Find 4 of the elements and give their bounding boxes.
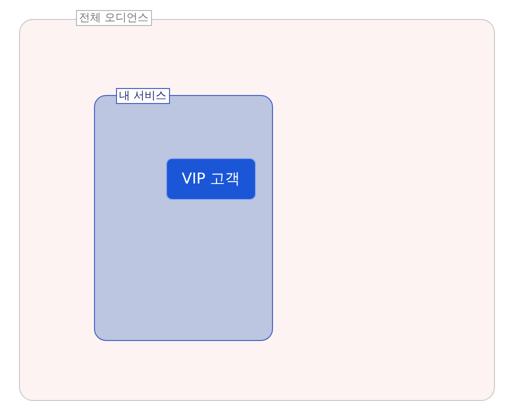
- segment-box: [166, 158, 256, 200]
- area-tag: 내 서비스: [116, 88, 170, 104]
- segment-label: VIP 고객: [180, 170, 242, 188]
- area-tag: 전체 오디언스: [76, 10, 152, 26]
